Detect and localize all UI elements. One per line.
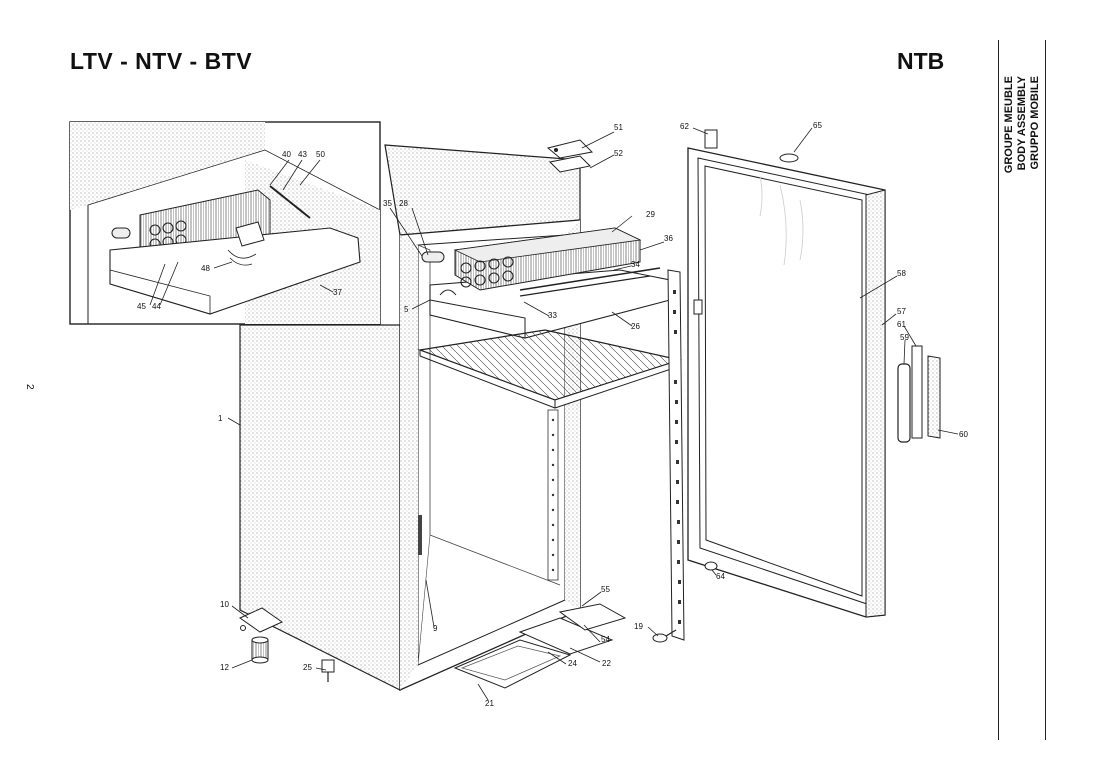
page-number: 2 (24, 384, 35, 390)
detail-inset (69, 121, 381, 325)
callout-28: 28 (399, 199, 408, 208)
glass-door (687, 129, 886, 618)
callout-57: 57 (897, 307, 906, 316)
callout-19: 19 (634, 622, 643, 631)
callout-54: 54 (601, 635, 610, 644)
callout-29: 29 (646, 210, 655, 219)
callout-labels: 1 5 9 10 12 19 21 22 24 25 26 28 29 33 3… (137, 121, 968, 708)
callout-25: 25 (303, 663, 312, 672)
callout-37: 37 (333, 288, 342, 297)
callout-55: 55 (601, 585, 610, 594)
bottom-trays (453, 603, 627, 689)
callout-1: 1 (218, 414, 223, 423)
callout-35: 35 (383, 199, 392, 208)
side-rail (652, 269, 685, 643)
model-title: LTV - NTV - BTV (70, 48, 253, 74)
hinge-plates (546, 139, 594, 173)
sidebar-divider-right (1045, 40, 1046, 740)
callout-24: 24 (568, 659, 577, 668)
feet-hardware (238, 607, 335, 682)
callout-51: 51 (614, 123, 623, 132)
callout-22: 22 (602, 659, 611, 668)
evaporator-assembly (421, 227, 671, 339)
callout-59: 59 (900, 333, 909, 342)
model-code: NTB (897, 48, 945, 74)
callout-12: 12 (220, 663, 229, 672)
callout-36: 36 (664, 234, 673, 243)
callout-34: 34 (631, 260, 640, 269)
callout-40: 40 (282, 150, 291, 159)
callout-44: 44 (152, 302, 161, 311)
callout-43: 43 (298, 150, 307, 159)
callout-9: 9 (433, 624, 438, 633)
callout-5: 5 (404, 305, 409, 314)
leader-lines (149, 127, 959, 701)
callout-10: 10 (220, 600, 229, 609)
callout-33: 33 (548, 311, 557, 320)
callout-64: 64 (716, 572, 725, 581)
callout-45: 45 (137, 302, 146, 311)
wire-shelf (417, 329, 683, 409)
callout-61: 61 (897, 320, 906, 329)
callout-65: 65 (813, 121, 822, 130)
callout-60: 60 (959, 430, 968, 439)
callout-58: 58 (897, 269, 906, 278)
callout-26: 26 (631, 322, 640, 331)
sidebar-divider-left (998, 40, 999, 740)
callout-52: 52 (614, 149, 623, 158)
callout-48: 48 (201, 264, 210, 273)
door-handle (897, 345, 941, 443)
callout-50: 50 (316, 150, 325, 159)
callout-62: 62 (680, 122, 689, 131)
callout-21: 21 (485, 699, 494, 708)
